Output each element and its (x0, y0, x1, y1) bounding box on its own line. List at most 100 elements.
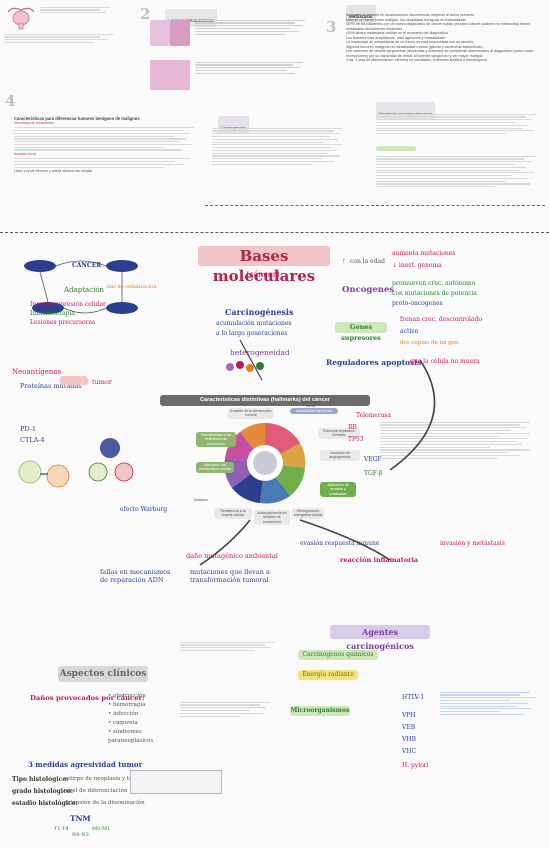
hallmark-label-2: Inestabilidad genómica (290, 408, 338, 415)
virus-vhc: VHC (402, 748, 417, 755)
t-cell-diagram (14, 452, 74, 498)
bases-title: Bases moleculares (212, 247, 316, 285)
tumor-badge (60, 376, 88, 385)
clinicos-title: Aspectos clínicos (59, 669, 147, 679)
onco-desc-2: con mutaciones de potencia (392, 290, 478, 297)
estadio-desc: extensión de la diseminación (64, 800, 145, 806)
charac-sub: Velocidad de crecimiento (14, 121, 54, 126)
hallmark-label-5: Potencial replicativo ilimitado (318, 428, 360, 439)
genes-sup-title: Genes supresores (341, 323, 381, 342)
hallmark-label-8: Resistencia a la muerte celular (214, 508, 252, 519)
hallmark-label-1: Evasión de la destrucción inmune (228, 408, 274, 419)
hallmarks-bar: Características distintivas (hallmarks) … (160, 395, 370, 406)
warburg-label: efecto Warburg (120, 506, 168, 513)
carc-desc-1: acumulación mutaciones (216, 320, 292, 327)
hallmarks-title: Características distintivas (hallmarks) … (200, 397, 330, 403)
section-number-4: 4 (5, 92, 16, 110)
met-line: Marcan un tumor como maligno, los neopla… (346, 17, 467, 22)
bases-subtitle: (cáncer) (246, 270, 280, 279)
hist-title: Lesiones histopatologías (168, 18, 215, 23)
tumor-label: tumor (92, 378, 112, 386)
histology-image-1 (150, 20, 170, 46)
hallmark-label-3: Insensibilidad a los inhibidores de crec… (196, 432, 236, 448)
met-line: La capacidad de metastatizar de un tumor… (346, 40, 474, 44)
tnm-t: T1-T4 (54, 826, 69, 832)
micro-label: Microorganismos (290, 707, 350, 714)
dano-item: • síndromes paraneoplásicos (108, 729, 154, 744)
agentes-title: Agentes carcinogénicos (346, 627, 414, 651)
heterog-cells (222, 358, 282, 376)
pdl-label: PD-1 (20, 425, 37, 433)
hallmark-label-9: Autosuficiencia en señales de crecimient… (254, 510, 290, 526)
section-divider (205, 205, 545, 206)
tnm-n: N0-N3 (72, 832, 89, 838)
virus-veb: VEB (402, 724, 416, 731)
metastasis-title-badge: Metástasis (346, 5, 376, 23)
mutac-label: mutaciones que llevan a transformación t… (190, 568, 270, 584)
cancer-cycle-diagram: CÁNCER Adaptación vías de señalización (10, 252, 160, 342)
quimicos-label: Carcinógenos químicos (302, 651, 374, 658)
grado-desc: nivel de diferenciación (64, 788, 128, 794)
top-left-notes (4, 32, 124, 45)
metastasis-notes: Implantes tumorales en localizaciones di… (346, 13, 542, 63)
onco-desc-3: proto-oncogenes (392, 300, 443, 307)
hallmark-l10-text: Insensibilidad a los inhibidores de crec… (200, 433, 232, 446)
agentes-banner: Agentes carcinogénicos (330, 625, 430, 651)
genes-sup-box: Genes supresores (335, 322, 387, 342)
metastasis-title: Metástasis (349, 14, 373, 19)
section-divider-main (0, 232, 549, 233)
tnm-label: TNM (70, 814, 91, 823)
evasion-label: evasión respuesta inmune (300, 540, 380, 547)
medidas-title: 3 medidas agresividad tumor (28, 760, 143, 769)
hallmark-l7-text: Activación de invasión y metástasis (327, 483, 349, 496)
tgfb-label: TGF-β (364, 470, 383, 477)
micro-box: Microorganismos (290, 706, 350, 716)
danos-label: Daños provocados por cáncer: (30, 694, 145, 702)
virus-htlv: HTLV-1 (402, 694, 425, 701)
met-line: •20% tienen metástasis ocultas en el mom… (346, 31, 449, 35)
charac-sub2: Invasión local (14, 152, 36, 157)
section-number-2: 2 (140, 5, 151, 23)
frequency-block: Neoplasias con mayor frecuencia (372, 100, 542, 212)
oncogenes-title: Oncogenes (342, 285, 395, 295)
viral-notes (440, 690, 540, 717)
bases-title-banner: Bases moleculares (198, 246, 330, 285)
hallmark-l1-text: Evasión de la destrucción inmune (230, 409, 272, 418)
met-line: Vías: 3 vías de diseminación: siembra en… (346, 58, 487, 62)
dano-item: • hemorragia (108, 702, 146, 708)
met-line: Los tumores más anaplásicos, más agresiv… (346, 35, 446, 40)
characteristics-block: Características para diferenciar tumores… (14, 116, 202, 174)
hallmark-l12-text: Desregulación energética celular (293, 509, 323, 518)
age-arrow-icon: ↑ (342, 258, 346, 265)
staging-table (130, 770, 222, 794)
hallmark-label-11: Inflamación tumor (300, 400, 322, 409)
uterus-diagram (4, 4, 38, 30)
vias-label: vías de señalización (106, 284, 157, 290)
green-tag (376, 146, 416, 151)
hallmark-l6-text: Inducción de angiogénesis (329, 451, 351, 460)
grado-label: grado histológico: (12, 788, 73, 795)
estadio-label: estadio histológico: (12, 800, 78, 807)
histology-image-3 (150, 60, 190, 90)
clinicos-banner: Aspectos clínicos (58, 666, 148, 682)
tipo-label: Tipo histológico: (12, 776, 69, 783)
hist-notes (195, 18, 310, 36)
hallmark-label-10: Desregulación energética celular (292, 508, 324, 519)
hallmarks-right-notes (380, 420, 540, 461)
hallmarks-wheel (190, 408, 340, 518)
invasion-label: invasión y metástasis (440, 540, 505, 547)
hallmark-label-12: Mutación (190, 498, 212, 502)
charac-foot: Lista: Ley de Virchow y célula Watson la… (14, 169, 93, 174)
hist-notes-2 (195, 60, 310, 76)
hallmark-l3-text: Inflamación tumor (301, 400, 321, 409)
charac-title: Características para diferenciar tumores… (14, 116, 140, 121)
hallmark-l8-text: Alteración del metabolismo celular (199, 463, 231, 472)
section-number-3: 3 (326, 18, 337, 36)
telomerasa-label: Telomerasa (356, 412, 391, 419)
dano-item: • infección (108, 711, 139, 717)
heterogeneidad-label: heterogeneidad (230, 348, 290, 357)
hallmark-label-4: Alteración del metabolismo celular (196, 462, 234, 473)
p53-label: TP53 (348, 436, 364, 443)
cancer-label: CÁNCER (72, 262, 102, 269)
onco-desc-1: promueven crec. autónomo (392, 280, 476, 287)
